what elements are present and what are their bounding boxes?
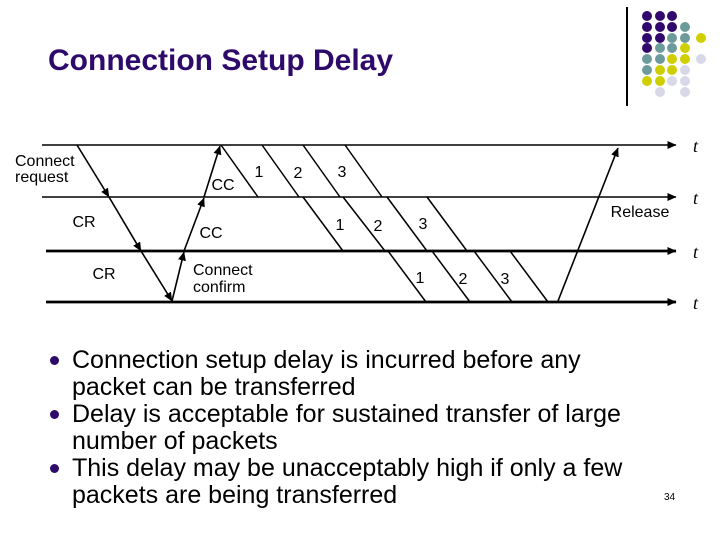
label-cr-1: CR <box>72 214 95 231</box>
logo-dot <box>654 32 665 43</box>
logo-dot <box>654 75 665 86</box>
timing-diagram: t t t t 1 2 3 1 2 3 <box>15 136 699 313</box>
logo-dot <box>654 43 665 54</box>
page-number: 34 <box>664 492 676 503</box>
bullet-text-line: Connection setup delay is incurred befor… <box>72 346 581 374</box>
label-connect-confirm-line1: Connect <box>193 262 253 279</box>
bullet-item: Connection setup delay is incurred befor… <box>44 347 684 401</box>
logo-dot <box>642 11 652 21</box>
logo-dot <box>642 21 652 32</box>
packet-edge-line <box>426 196 468 252</box>
logo-dot <box>667 75 677 86</box>
logo-dot <box>667 21 677 32</box>
bullet-item: Delay is acceptable for sustained transf… <box>44 401 684 455</box>
cc-arrow-segment <box>183 197 205 252</box>
slide-title: Connection Setup Delay <box>48 44 394 77</box>
packet-edge-line <box>302 196 344 252</box>
bullet-text-line: This delay may be unacceptably high if o… <box>72 454 623 482</box>
bullet-icon <box>50 464 59 473</box>
logo-dot <box>654 11 665 21</box>
label-release: Release <box>611 204 670 221</box>
packet-edge-line <box>431 250 471 303</box>
packet-number-label: 3 <box>419 216 428 233</box>
slide-template-dots-logo <box>0 0 720 120</box>
logo-dot <box>667 65 677 75</box>
logo-dot <box>679 54 690 65</box>
packet-edge-line <box>220 144 259 198</box>
logo-dot <box>642 75 652 86</box>
label-connect-request-line1: Connect <box>15 153 75 170</box>
packet-number-label: 3 <box>501 271 510 288</box>
logo-dot <box>667 11 677 21</box>
time-axis-label: t <box>693 242 699 262</box>
bullet-text-line: number of packets <box>72 427 278 455</box>
label-cr-2: CR <box>92 266 115 283</box>
cr-arrow-segment <box>108 196 142 252</box>
logo-dot <box>654 86 665 97</box>
bullet-icon <box>50 356 59 365</box>
packet-number-label: 2 <box>294 165 303 182</box>
logo-dot <box>642 43 652 54</box>
packet-number-label: 3 <box>338 164 347 181</box>
packet-edge-line <box>509 250 549 303</box>
packet-number-label: 1 <box>255 164 264 181</box>
packet-edge-line <box>386 196 428 252</box>
packet-edge-line <box>344 144 383 198</box>
packet-edge-line <box>387 250 427 303</box>
logo-dot <box>679 86 690 97</box>
logo-dot <box>679 21 690 32</box>
time-axis-label: t <box>693 188 699 208</box>
cc-arrow-segment <box>203 145 222 198</box>
logo-vertical-rule <box>626 7 628 106</box>
logo-dot <box>667 32 677 43</box>
label-connect-confirm-line2: confirm <box>193 279 245 296</box>
bullet-text-line: Delay is acceptable for sustained transf… <box>72 400 621 428</box>
label-cc-lower: CC <box>199 225 222 242</box>
logo-dot <box>654 54 665 65</box>
bullet-list: Connection setup delay is incurred befor… <box>44 347 684 509</box>
logo-dot <box>679 32 690 43</box>
logo-dot <box>679 65 690 75</box>
logo-dot <box>667 54 677 65</box>
time-axis-label: t <box>693 136 699 156</box>
cr-arrow-segment <box>76 144 110 198</box>
bullet-icon <box>50 410 59 419</box>
logo-dot <box>654 65 665 75</box>
time-axis-label: t <box>693 293 699 313</box>
packet-edge-line <box>473 250 513 303</box>
logo-dot <box>679 75 690 86</box>
packet-edge-line <box>342 196 386 252</box>
logo-dot <box>695 54 706 65</box>
logo-dot <box>642 65 652 75</box>
label-cc-upper: CC <box>211 177 234 194</box>
logo-dot <box>695 32 706 43</box>
packet-number-label: 1 <box>416 270 425 287</box>
logo-dot <box>679 43 690 54</box>
logo-dot <box>667 43 677 54</box>
label-connect-request-line2: request <box>15 169 69 186</box>
logo-dot <box>654 21 665 32</box>
packet-number-label: 1 <box>336 217 345 234</box>
release-arrow <box>557 147 619 302</box>
bullet-text-line: packet can be transferred <box>72 373 356 401</box>
cr-arrow-segment <box>140 250 173 302</box>
cc-arrow-segment <box>171 251 186 302</box>
packet-edge-line <box>302 144 341 198</box>
bullet-item: This delay may be unacceptably high if o… <box>44 455 684 509</box>
bullet-text-line: packets are being transferred <box>72 481 398 509</box>
logo-dot <box>642 54 652 65</box>
packet-number-label: 2 <box>374 218 383 235</box>
packet-number-label: 2 <box>459 271 468 288</box>
logo-dot <box>642 32 652 43</box>
packet-edge-line <box>261 144 300 198</box>
